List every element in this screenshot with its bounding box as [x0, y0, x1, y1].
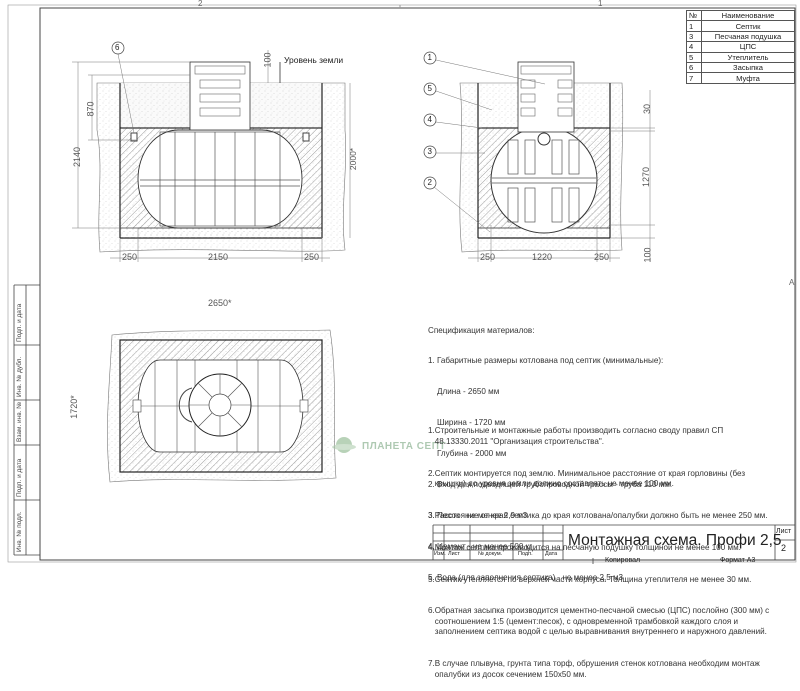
callout-3: 3 — [427, 147, 432, 156]
end-view — [423, 51, 655, 262]
legend-header-name: Наименование — [701, 9, 795, 22]
stamp-replace-inv: Взам. инв. № — [16, 401, 23, 442]
spec-line: 4. Цемент - не менее 500 кг — [428, 541, 533, 551]
side-view — [72, 41, 351, 262]
spec-line: Глубина - 2000 мм — [428, 449, 507, 459]
note: 2.Септик монтируется под землю. Минималь… — [428, 468, 746, 489]
dim-250-right: 250 — [594, 252, 610, 262]
note: 1.Строительные и монтажные работы произв… — [428, 426, 724, 446]
dim-100-neck: 100 — [262, 52, 273, 68]
spec-line: 2. Вход для подводящей трубопроводной тр… — [428, 480, 673, 490]
callout-1: 1 — [427, 53, 432, 62]
tb-col-sign: Подп. — [518, 551, 533, 557]
callout-5: 5 — [427, 84, 432, 93]
zone-marker-2: 2 — [198, 0, 203, 8]
callout-2: 2 — [427, 178, 432, 187]
tb-col-list: Лист — [448, 551, 460, 557]
format-label: Формат А3 — [720, 557, 756, 564]
plan-view — [107, 329, 337, 483]
drawing-sheet: ПЛАНЕТА СЕПТ — [7, 4, 797, 564]
dim-1270: 1270 — [641, 166, 652, 188]
stamp-orig-inv: Инв. № подл. — [16, 511, 23, 553]
dim-2000: 2000* — [348, 147, 359, 171]
spec-title: Спецификация материалов: — [428, 325, 535, 335]
title-block-frame — [13, 284, 795, 564]
spec-line: Длина - 2650 мм — [428, 387, 500, 397]
legend-name: Муфта — [701, 72, 795, 84]
legend-name: Засыпка — [701, 61, 795, 74]
stamp-sign-date-2: Подп. и дата — [16, 458, 23, 497]
stamp-sign-date-1: Подп. и дата — [16, 303, 23, 342]
legend-name: Песчаная подушка — [701, 30, 795, 43]
note: 4.Монтаж септика производится на песчану… — [428, 542, 741, 552]
dim-30: 30 — [642, 103, 653, 115]
dim-2140: 2140 — [72, 146, 83, 168]
drawing-title: Монтажная схема. Профи 2,5 — [568, 532, 782, 549]
dim-2150: 2150 — [208, 252, 229, 262]
dim-870: 870 — [85, 101, 96, 117]
dim-1220: 1220 — [532, 252, 553, 262]
spec-line: Ширина - 1720 мм — [428, 418, 506, 428]
dim-250-left: 250 — [122, 252, 138, 262]
copied-label: Копировал — [605, 557, 641, 564]
legend-name: Септик — [701, 20, 795, 32]
legend-num: 4 — [686, 41, 702, 53]
sheet-number: 2 — [781, 543, 787, 553]
legend-name: Утеплитель — [701, 51, 795, 63]
legend-num: 6 — [686, 61, 702, 74]
dim-2650: 2650* — [208, 298, 232, 308]
stamp-dup-inv: Инв. № дубл. — [16, 356, 23, 397]
legend-num: 7 — [686, 72, 702, 84]
dim-250-right: 250 — [304, 252, 320, 262]
zone-marker-1: 1 — [598, 0, 603, 8]
legend-name: ЦПС — [701, 41, 795, 53]
spec-line: 3. Песок - не менее 2,9 м3 — [428, 510, 528, 520]
legend-header-num: № — [686, 9, 702, 22]
note: 6.Обратная засыпка производится цементно… — [428, 606, 770, 637]
tb-col-date: Дата — [545, 551, 558, 557]
sheet-label: Лист — [776, 528, 792, 535]
note: 5.Септик утепляется по верхней части кор… — [428, 574, 752, 584]
ground-level-label: Уровень земли — [284, 55, 344, 65]
dim-100-base: 100 — [642, 247, 653, 263]
note: 7.В случае плывуна, грунта типа торф, об… — [428, 659, 760, 679]
callout-6: 6 — [115, 43, 120, 52]
watermark-logo: ПЛАНЕТА СЕПТ — [332, 437, 446, 453]
dim-1720: 1720* — [68, 395, 79, 419]
legend-num: 3 — [686, 30, 702, 43]
tb-col-izm: Изм. — [434, 551, 446, 557]
svg-text:ПЛАНЕТА СЕПТ: ПЛАНЕТА СЕПТ — [362, 441, 446, 452]
legend-num: 5 — [686, 51, 702, 63]
note: 3.Расстояние от края септика до края кот… — [428, 510, 768, 520]
tb-col-doc: № докум. — [478, 551, 503, 557]
spec-line: 1. Габаритные размеры котлована под септ… — [428, 356, 664, 366]
dim-250-left: 250 — [480, 252, 496, 262]
zone-marker-a: A — [789, 278, 795, 287]
legend-num: 1 — [686, 20, 702, 32]
callout-4: 4 — [427, 115, 432, 124]
